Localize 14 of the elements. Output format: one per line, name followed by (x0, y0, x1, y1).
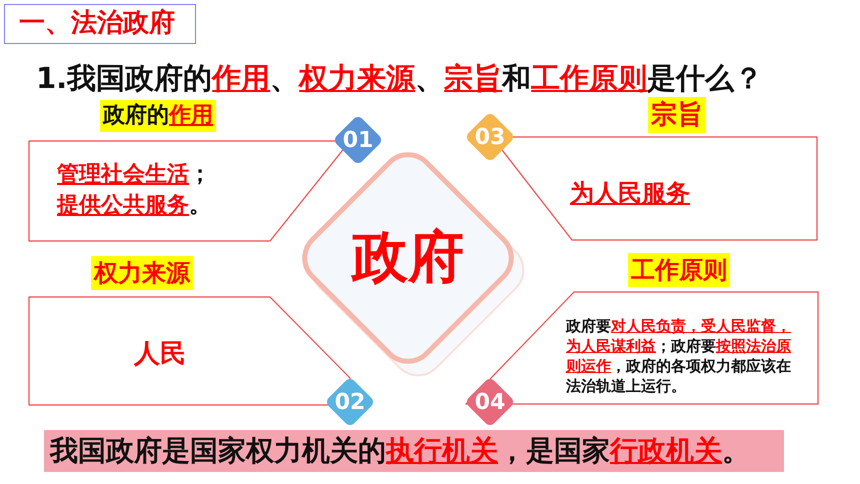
section-title: 一、法治政府 (4, 4, 196, 44)
body-text: 为人民服务 (569, 178, 691, 209)
highlighted-heading: 工作原则 (628, 253, 730, 287)
number-badge: 04 (464, 376, 516, 428)
highlighted-heading: 宗旨 (648, 97, 706, 133)
body-text: 政府要对人民负责，受人民监督，为人民谋利益；政府要按照法治原则运作，政府的各项权力都应该在法治轨道上运行。 (566, 316, 792, 396)
summary-banner: 我国政府是国家权力机关的执行机关，是国家行政机关。 (44, 430, 784, 472)
highlighted-heading: 政府的作用 (100, 100, 216, 132)
body-text: 管理社会生活；提供公共服务。 (57, 161, 212, 220)
highlighted-heading: 权力来源 (91, 256, 193, 290)
number-badge: 02 (324, 376, 376, 428)
body-text: 人民 (132, 338, 187, 371)
number-badge: 01 (332, 114, 384, 166)
question-text: 1.我国政府的作用、权力来源、宗旨和工作原则是什么？ (36, 60, 764, 96)
